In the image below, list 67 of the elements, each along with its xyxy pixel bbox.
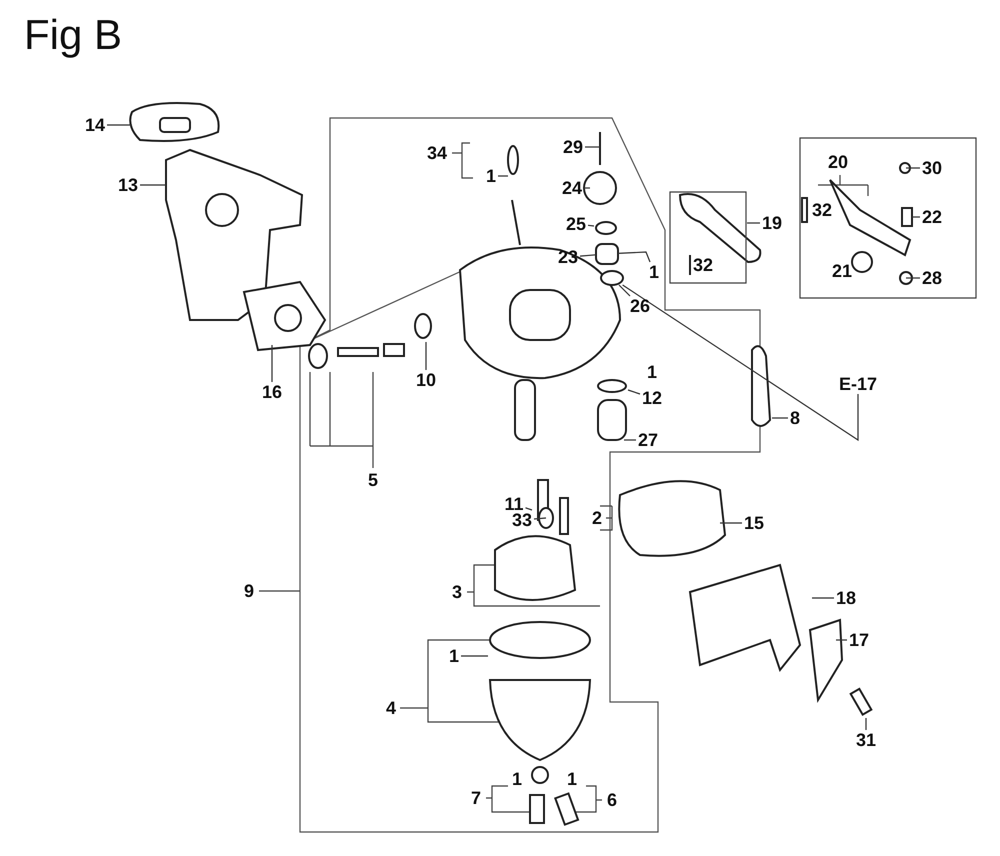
callout-number: 14 — [82, 115, 108, 135]
leader-line — [747, 222, 760, 224]
callout-number: 17 — [846, 630, 872, 650]
leader-line — [580, 254, 596, 257]
callout-number: 6 — [605, 790, 619, 810]
leader-line — [525, 507, 532, 511]
callout-number: 1 — [647, 262, 661, 282]
callout-number: 20 — [826, 152, 850, 172]
callout-number: 1 — [510, 769, 524, 789]
callout-number: 22 — [920, 207, 944, 227]
leader-line — [812, 597, 834, 599]
leader-line — [720, 522, 742, 524]
callout-number: 12 — [640, 388, 664, 408]
callout-number: 1 — [447, 646, 461, 666]
callout-number: 32 — [690, 255, 716, 275]
callout-number: 3 — [450, 582, 464, 602]
callout-number: 1 — [645, 362, 659, 382]
callout-number: E-17 — [836, 374, 880, 394]
leader-line — [140, 184, 166, 186]
callout-number: 13 — [116, 175, 140, 195]
callout-number: 30 — [920, 158, 944, 178]
figure-title: Fig B — [24, 14, 122, 56]
leader-line — [498, 175, 508, 177]
leader-line — [906, 167, 920, 169]
callout-number: 10 — [414, 370, 438, 390]
callout-number: 1 — [565, 769, 579, 789]
callout-number: 24 — [560, 178, 584, 198]
leader-line — [107, 124, 132, 126]
leader-line — [461, 655, 488, 657]
leader-line — [585, 146, 600, 148]
callout-number: 9 — [242, 581, 256, 601]
callout-number: 32 — [810, 200, 834, 220]
leader-line — [588, 224, 594, 227]
callout-number: 2 — [590, 508, 604, 528]
leader-line — [865, 718, 867, 730]
ring-part — [600, 270, 624, 286]
callout-number: 4 — [384, 698, 398, 718]
callout-number: 16 — [260, 382, 284, 402]
callout-number: 25 — [564, 214, 588, 234]
leader-line — [836, 639, 847, 641]
callout-number: 26 — [628, 296, 652, 316]
callout-number: 18 — [834, 588, 858, 608]
leader-line — [624, 439, 636, 441]
callout-number: 19 — [760, 213, 784, 233]
leader-line — [425, 342, 427, 370]
leader-line — [618, 251, 651, 262]
callout-number: 27 — [636, 430, 660, 450]
callout-number: 1 — [484, 166, 498, 186]
leader-line — [628, 389, 640, 395]
callout-number: 31 — [854, 730, 878, 750]
callout-number: 8 — [788, 408, 802, 428]
leader-line — [912, 216, 920, 218]
leader-line — [271, 345, 273, 382]
callout-number: 15 — [742, 513, 766, 533]
callout-number: 29 — [560, 137, 586, 157]
leader-line — [622, 284, 859, 442]
leader-line — [584, 187, 590, 189]
callout-number: 7 — [469, 788, 483, 808]
callout-number: 34 — [424, 143, 450, 163]
leader-line — [772, 417, 788, 419]
callout-number: 5 — [366, 470, 380, 490]
callout-number: 21 — [830, 261, 854, 281]
cap-part — [595, 243, 619, 265]
leader-line — [534, 517, 546, 520]
leader-line — [618, 284, 630, 296]
leader-line — [906, 277, 920, 279]
callout-number: 28 — [920, 268, 944, 288]
